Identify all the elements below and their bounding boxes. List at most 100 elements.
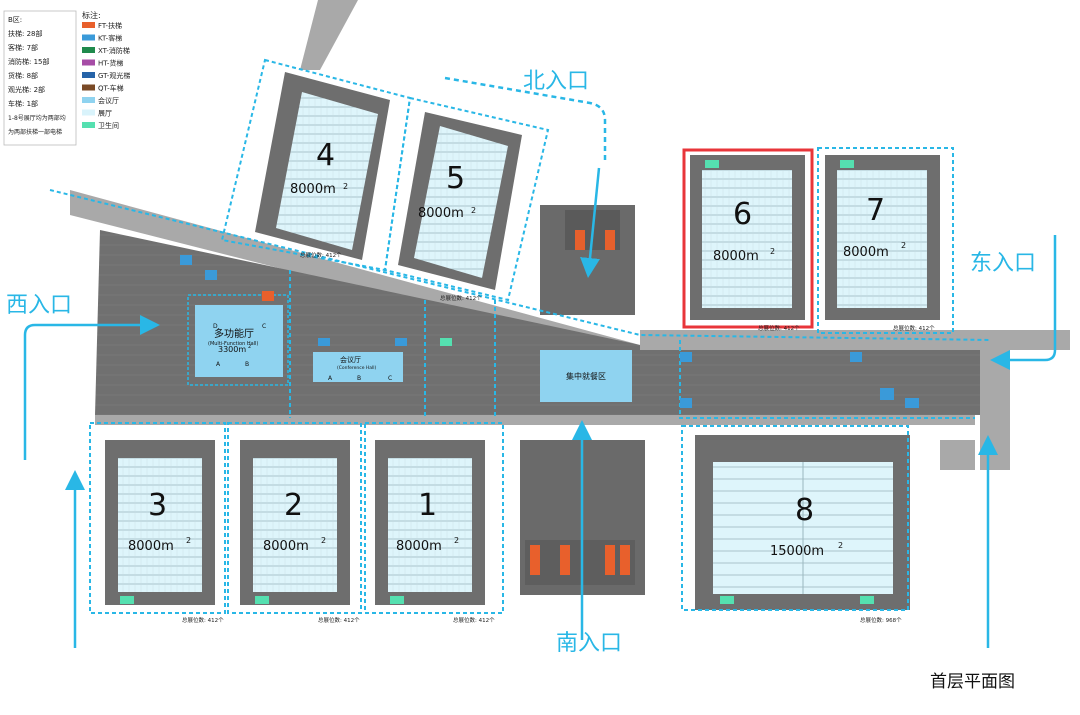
legend-label: 展厅 (98, 110, 112, 118)
legend-swatch (82, 47, 95, 53)
hall-area-sup: 2 (321, 536, 326, 545)
conf-en: (Conference Hall) (337, 365, 377, 371)
stats-title: B区: (8, 16, 22, 24)
hall-7-block (817, 147, 954, 334)
hall-area-sup: 2 (471, 206, 476, 215)
elevator-markers (120, 160, 919, 604)
legend-swatch (82, 84, 95, 91)
hall-6-labels: 6 8000m 2 (713, 197, 775, 264)
entrance-arrows (23, 76, 1057, 648)
east-entrance-label: 东入口 (970, 251, 1036, 276)
hall-number: 4 (316, 138, 335, 173)
legend-label: KT-客梯 (98, 34, 122, 43)
booth-count-h7: 总展位数: 412个 (893, 324, 935, 332)
hall-area: 8000m (128, 539, 174, 554)
booth-count-h2: 总展位数: 412个 (318, 616, 360, 624)
hall-area-sup: 2 (901, 241, 906, 250)
hall-1-labels: 1 8000m 2 (396, 488, 459, 554)
dining-area (540, 350, 632, 402)
hall-number: 7 (866, 193, 885, 228)
hall-number: 3 (148, 488, 167, 523)
legend-label: 卫生间 (98, 121, 119, 130)
hall-3-labels: 3 8000m 2 (128, 488, 191, 554)
booth-count-h3: 总展位数: 412个 (182, 616, 224, 624)
hall-1-block (364, 422, 504, 614)
hall-3-block (89, 422, 226, 614)
multi-function-hall (187, 294, 289, 386)
south-entrance-label: 南入口 (556, 631, 622, 656)
legend-label: HT-货梯 (98, 59, 123, 68)
legend-swatch (82, 122, 95, 128)
hall-6-block (682, 148, 814, 329)
stats-line: 为两部扶梯一部电梯 (8, 128, 62, 136)
legend-swatch (82, 97, 95, 103)
hall-area-sup: 2 (186, 536, 191, 545)
legend-label: XT-消防梯 (98, 46, 130, 55)
mfh-a: A (216, 361, 221, 368)
legend-label: FT-扶梯 (98, 21, 122, 30)
stats-line: 观光梯: 2部 (8, 85, 45, 94)
booth-count-h1: 总展位数: 412个 (453, 616, 495, 624)
conf-a: A (328, 375, 333, 382)
conf-name: 会议厅 (340, 355, 361, 364)
hall-5-block (383, 96, 550, 302)
dining-area-label: 集中就餐区 (566, 371, 606, 381)
legend-label: 会议厅 (98, 96, 119, 105)
hall-8-labels: 8 15000m 2 (770, 493, 843, 559)
hall-area: 8000m (713, 249, 759, 264)
mfh-en: (Multi-Function Hall) (208, 341, 258, 347)
hall-5-labels: 5 8000m 2 (418, 161, 476, 221)
legend: 标注: FT-扶梯KT-客梯XT-消防梯HT-货梯GT-观光梯QT-车梯会议厅展… (82, 10, 130, 130)
stats-line: 客梯: 7部 (8, 43, 38, 52)
hall-area-sup: 2 (838, 541, 843, 550)
stats-line: 1-8号展厅均为两部均 (8, 114, 66, 122)
booth-count-h6: 总展位数: 412个 (758, 324, 800, 332)
legend-swatch (82, 109, 95, 116)
stats-line: 车梯: 1部 (8, 99, 38, 108)
stats-line: 消防梯: 15部 (8, 57, 50, 66)
conference-hall (313, 352, 403, 382)
legend-swatch (82, 34, 95, 41)
mfh-area-sup: 2 (248, 344, 251, 350)
hall-area: 8000m (418, 206, 464, 221)
stats-line: 货梯: 8部 (8, 71, 38, 80)
conf-b: B (357, 375, 361, 382)
legend-swatch (82, 59, 95, 66)
hall-number: 1 (418, 488, 437, 523)
hall-area-sup: 2 (454, 536, 459, 545)
hall-2-labels: 2 8000m 2 (263, 488, 326, 554)
hall-4-labels: 4 8000m 2 (290, 138, 348, 197)
hall-area-sup: 2 (770, 247, 775, 256)
booth-count-h5: 总展位数: 412个 (440, 294, 482, 302)
hall-8-block (681, 425, 910, 611)
hall-number: 2 (284, 488, 303, 523)
booth-count-h4: 总展位数: 412个 (300, 251, 342, 259)
legend-label: GT-观光梯 (98, 71, 130, 80)
north-entrance-label: 北入口 (523, 69, 589, 94)
conference-hall-labels: 会议厅 (Conference Hall) A B C (328, 355, 392, 382)
hall-area: 8000m (263, 539, 309, 554)
mfh-c: C (262, 323, 266, 330)
hall-area: 8000m (396, 539, 442, 554)
legend-label: QT-车梯 (98, 84, 124, 93)
hall-number: 8 (795, 493, 814, 528)
hall-area-sup: 2 (343, 182, 348, 191)
conf-c: C (388, 375, 392, 382)
stats-line: 扶梯: 28部 (8, 29, 43, 38)
mfh-d: D (213, 323, 218, 330)
plan-title: 首层平面图 (930, 672, 1015, 692)
legend-swatch (82, 22, 95, 28)
hall-area: 8000m (843, 245, 889, 260)
legend-swatch (82, 72, 95, 78)
hall-7-labels: 7 8000m 2 (843, 193, 906, 260)
mfh-b: B (245, 361, 249, 368)
hall-number: 5 (446, 161, 465, 196)
hall-area: 8000m (290, 182, 336, 197)
mfh-name: 多功能厅 (214, 327, 254, 340)
hall-2-block (227, 422, 362, 614)
multi-function-hall-labels: D C 多功能厅 (Multi-Function Hall) 3300m 2 A… (208, 323, 266, 368)
mfh-area: 3300m (218, 345, 246, 354)
walkways (49, 189, 991, 419)
west-entrance-label: 西入口 (6, 293, 72, 318)
